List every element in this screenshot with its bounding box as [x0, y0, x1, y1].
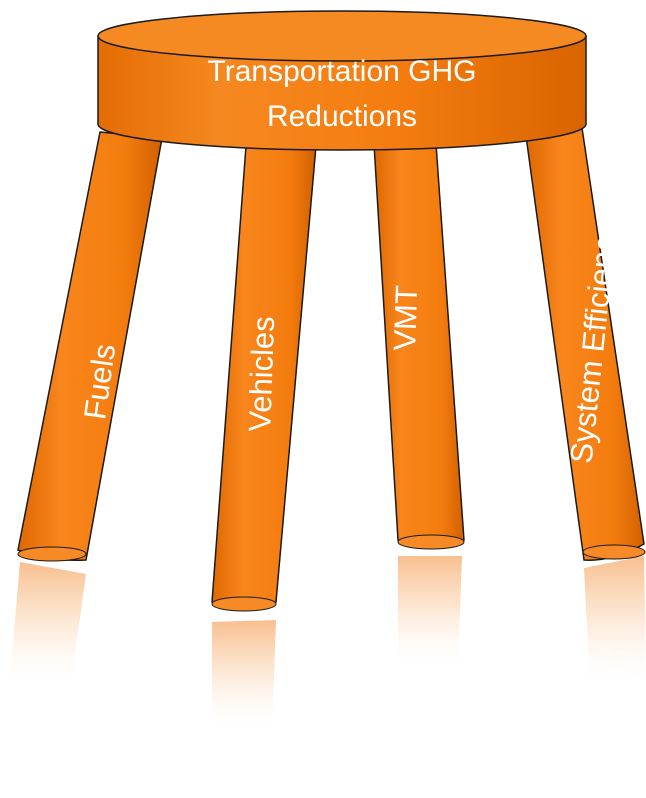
leg-vehicles: Vehicles: [211, 145, 317, 612]
leg-label-vehicles: Vehicles: [242, 316, 281, 433]
reflection-leg-system-efficiency: [584, 556, 646, 688]
stool-seat: Transportation GHG Reductions: [97, 10, 587, 151]
seat-top: [97, 10, 587, 62]
reflection-leg-fuels: [10, 562, 86, 690]
reflection-leg-vehicles: [212, 620, 276, 732]
reflection-text-system-efficiency: Sys: [599, 648, 634, 700]
seat-title-line2: Reductions: [267, 100, 417, 133]
reflection-leg-vmt: [398, 556, 462, 672]
reflection-group: Sys: [10, 556, 646, 732]
leg-system-efficiency: System Efficiency: [525, 127, 646, 561]
leg-vmt: VMT: [373, 143, 465, 550]
leg-fuels: Fuels: [17, 131, 163, 562]
seat-title-line1: Transportation GHG: [208, 55, 477, 88]
leg-label-vmt: VMT: [387, 285, 424, 352]
